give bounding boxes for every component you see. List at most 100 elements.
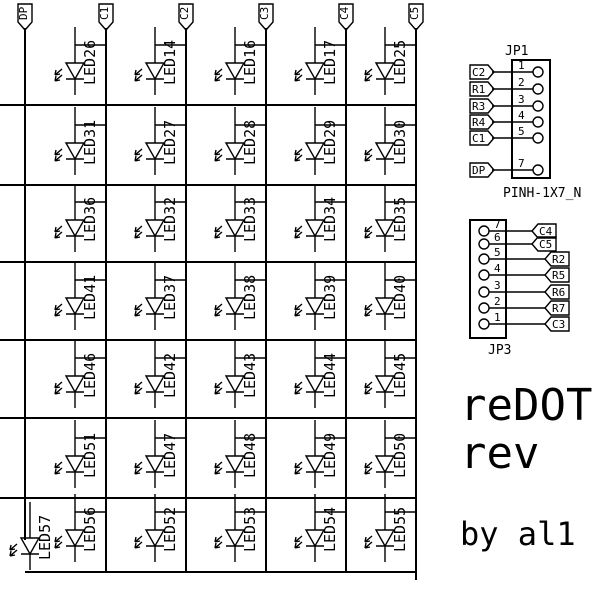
jp3-pin-number: 4 [494,262,501,275]
led-label: LED48 [241,433,259,478]
led: LED27 [134,107,179,175]
led-label: LED38 [241,275,259,320]
jp3-pin: 2R7 [478,295,570,316]
led-label: LED25 [391,40,409,85]
led: LED35 [364,184,409,252]
led: LED44 [294,340,339,408]
led: LED52 [134,494,179,562]
led: LED46 [54,340,99,408]
led: LED26 [54,27,99,95]
led-label: LED56 [81,507,99,552]
title-line-1: reDOT [460,380,592,431]
led: LED57 [9,502,54,570]
column-flag-c2: C2 [178,3,194,32]
led: LED55 [364,494,409,562]
jp3-pin-number: 7 [494,218,501,231]
jp1-pin-number: 2 [518,76,525,89]
column-flag-dp: DP [17,3,33,32]
column-flag-label: C1 [98,7,111,20]
jp3-net-label: C5 [539,238,552,251]
led: LED28 [214,107,259,175]
jp1-net-label: R1 [472,83,485,96]
jp3-pin: 1C3 [478,311,570,332]
led: LED17 [294,27,339,95]
led-label: LED29 [321,120,339,165]
led: LED43 [214,340,259,408]
led-label: LED52 [161,507,179,552]
jp3-name: JP3 [488,343,511,358]
led: LED49 [294,420,339,488]
column-flag-label: C3 [258,7,271,20]
led-label: LED51 [81,433,99,478]
led-label: LED40 [391,275,409,320]
column-flag-c4: C4 [338,3,354,32]
led-label: LED17 [321,40,339,85]
jp3-body [469,219,507,339]
jp1-part: PINH-1X7_N [503,186,581,201]
led: LED48 [214,420,259,488]
jp1-pin-number: 7 [518,157,525,170]
led-label: LED16 [241,40,259,85]
led-label: LED53 [241,507,259,552]
led: LED33 [214,184,259,252]
led-label: LED39 [321,275,339,320]
led-label: LED14 [161,40,179,85]
led: LED39 [294,262,339,330]
led-label: LED26 [81,40,99,85]
led: LED34 [294,184,339,252]
jp3-pin: 6C5 [478,231,557,252]
jp1-pin-number: 1 [518,59,525,72]
led: LED45 [364,340,409,408]
column-flag-label: C4 [338,6,351,20]
led: LED31 [54,107,99,175]
led-label: LED50 [391,433,409,478]
title-line-2: rev [460,428,539,479]
jp3-pin: 4R5 [478,262,570,283]
column-flag-c1: C1 [98,3,114,32]
led: LED29 [294,107,339,175]
jp3-net-label: R6 [552,286,565,299]
led-label: LED30 [391,120,409,165]
column-flag-label: C5 [408,7,421,20]
column-flag-c3: C3 [258,3,274,32]
led: LED42 [134,340,179,408]
jp1-pin: 7DP [469,157,544,178]
led: LED36 [54,184,99,252]
led-label: LED46 [81,353,99,398]
led-label: LED32 [161,197,179,242]
title-line-3: by al1 [460,515,576,553]
jp1-pin: 4R4 [469,109,544,130]
led: LED30 [364,107,409,175]
led-label: LED42 [161,353,179,398]
jp1-pin: 2R1 [469,76,544,97]
led-label: LED34 [321,197,339,242]
led-label: LED37 [161,275,179,320]
led: LED16 [214,27,259,95]
led: LED25 [364,27,409,95]
led-label: LED27 [161,120,179,165]
led-label: LED36 [81,197,99,242]
jp1-net-label: R4 [472,116,486,129]
led: LED47 [134,420,179,488]
led-label: LED55 [391,507,409,552]
column-flag-label: DP [17,6,30,20]
led: LED40 [364,262,409,330]
jp3-pin: 5R2 [478,246,570,267]
jp1-pin: 3R3 [469,93,544,114]
led: LED14 [134,27,179,95]
led: LED41 [54,262,99,330]
led-label: LED43 [241,353,259,398]
led-label: LED54 [321,507,339,552]
jp3-pin-number: 2 [494,295,501,308]
jp1-pin-number: 3 [518,93,525,106]
column-flag-label: C2 [178,7,191,20]
jp3-pin-number: 3 [494,279,501,292]
jp3-net-label: R7 [552,302,565,315]
jp3-pin-number: 1 [494,311,501,324]
column-flag-c5: C5 [408,3,424,32]
jp1-body [511,59,551,179]
jp3-pin-number: 6 [494,231,501,244]
